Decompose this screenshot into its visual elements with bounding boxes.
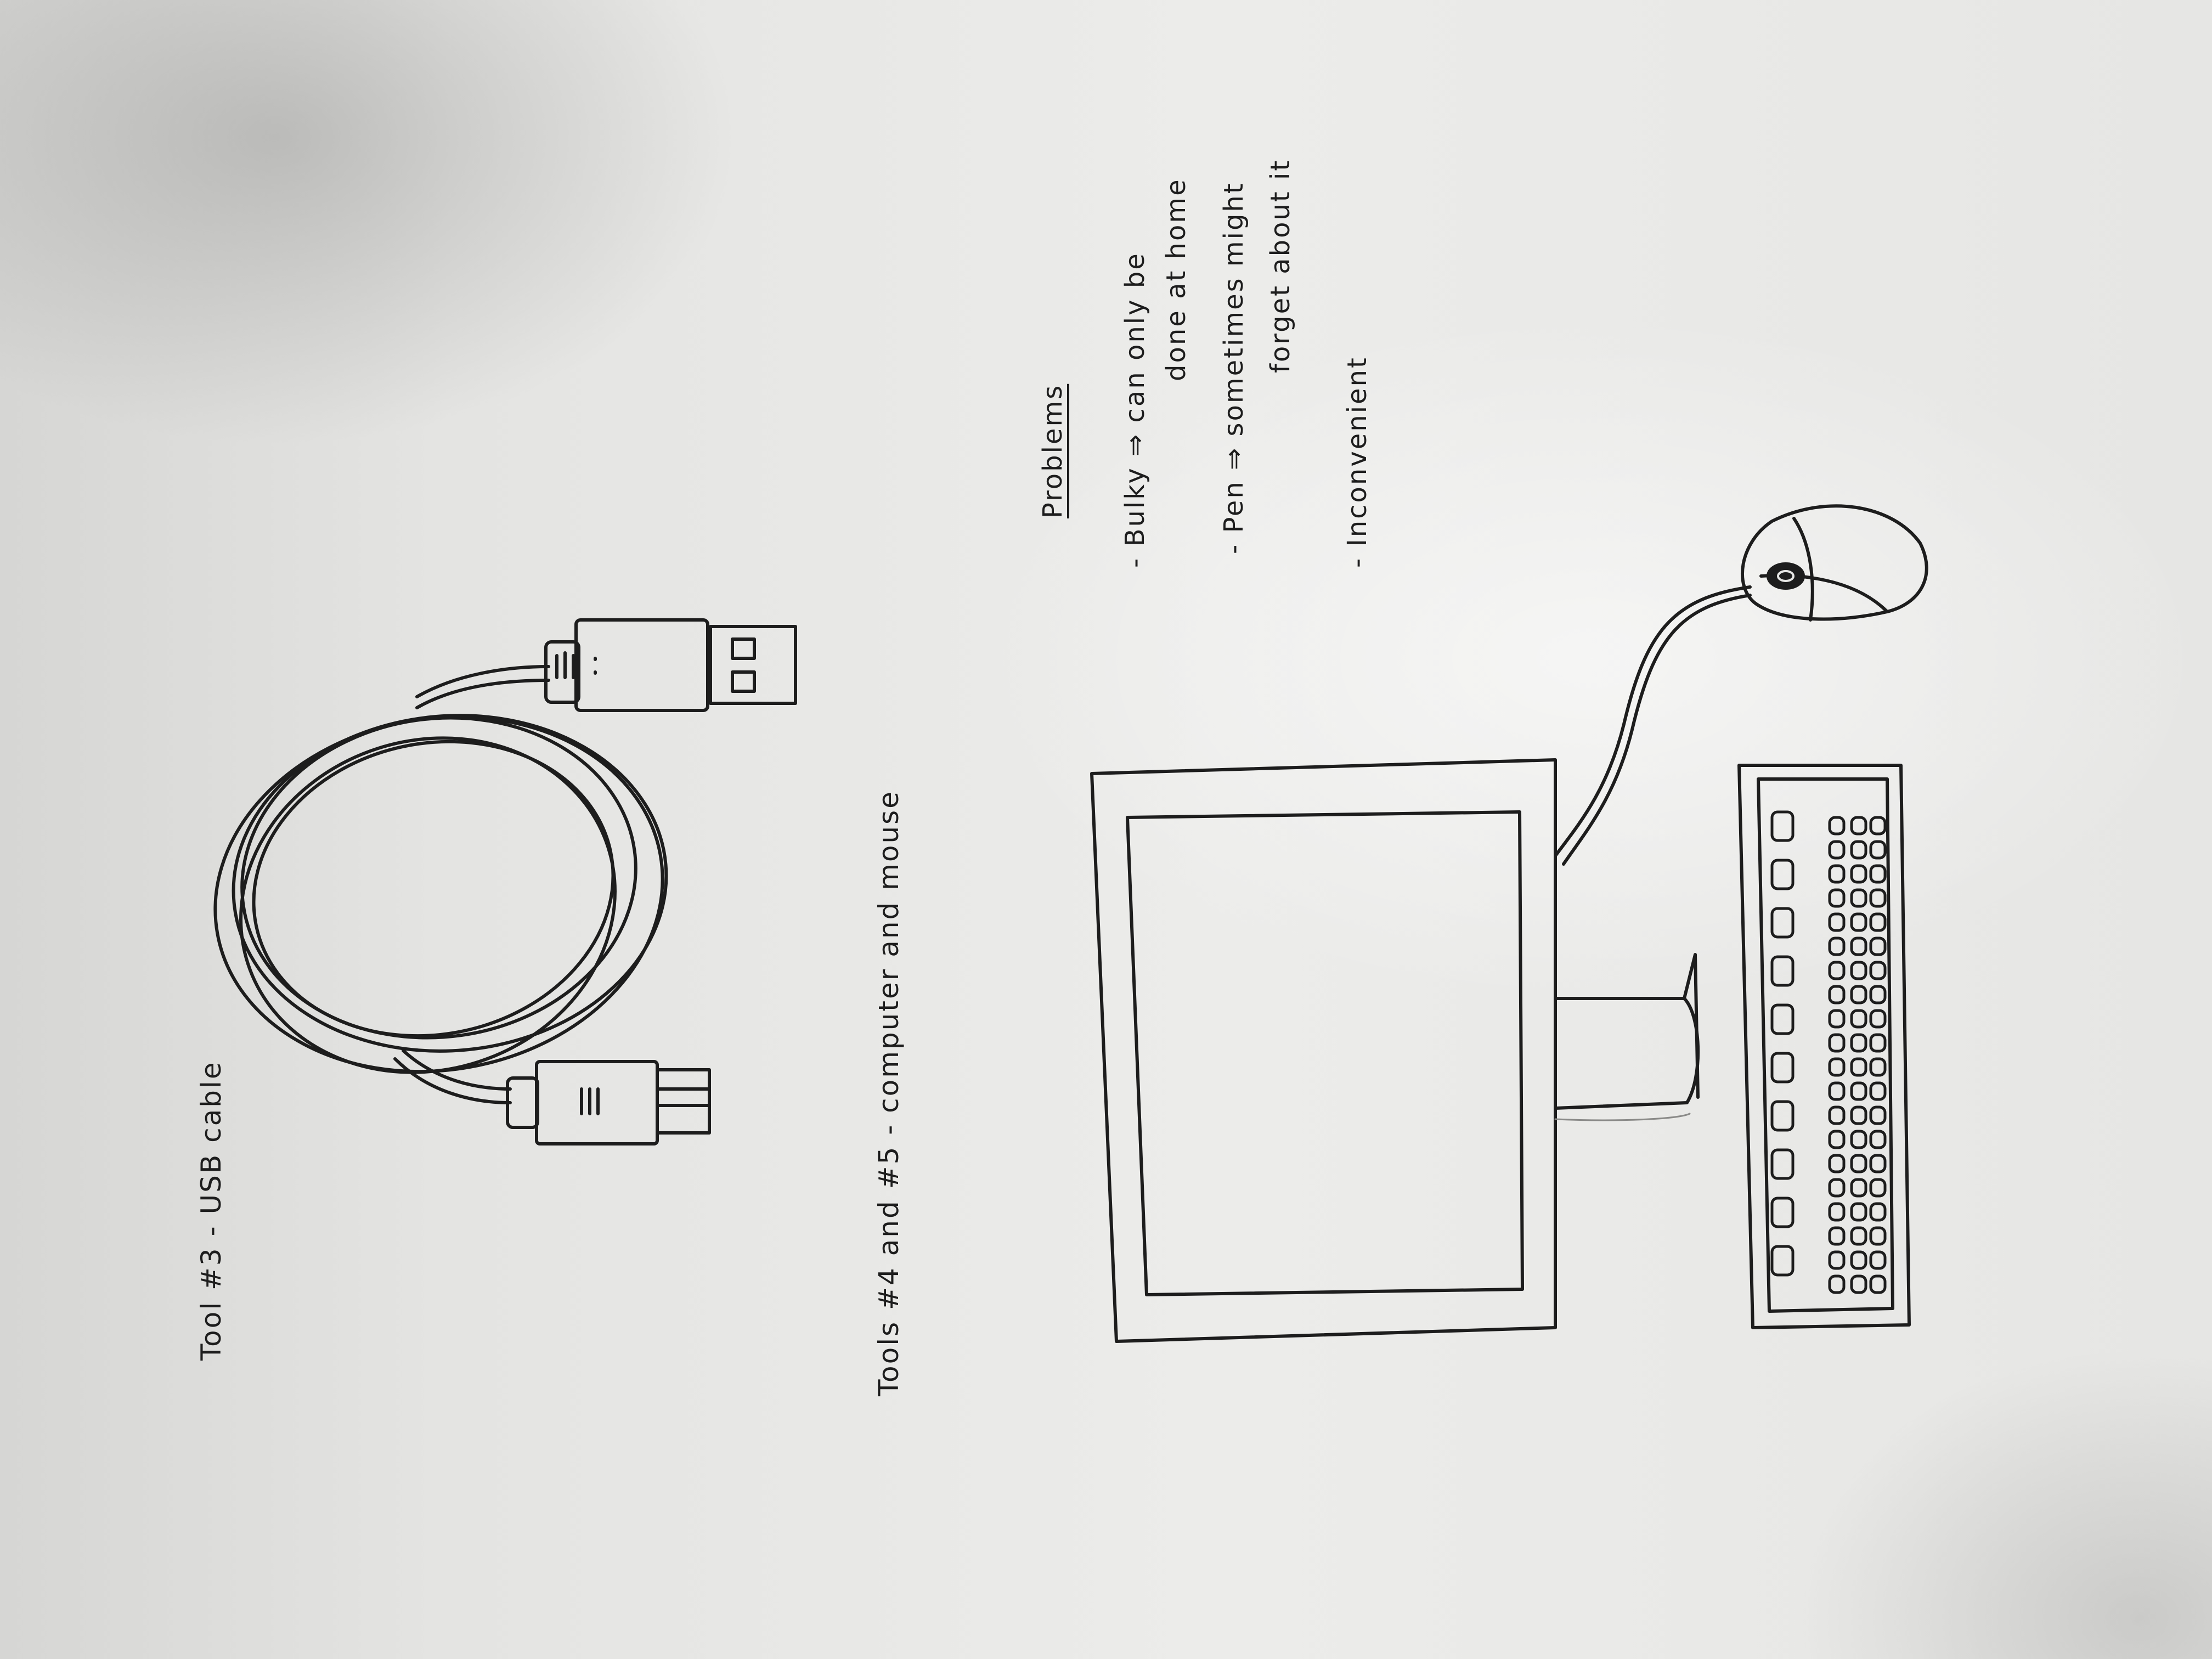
keyboard-key — [1850, 961, 1867, 980]
keyboard-key — [1869, 936, 1887, 956]
monitor-icon — [1090, 758, 1700, 1343]
keyboard-key — [1828, 1081, 1846, 1101]
keyboard-key — [1869, 1250, 1887, 1270]
keyboard-key — [1828, 1226, 1846, 1246]
keyboard-key — [1770, 907, 1795, 939]
keyboard-key — [1850, 864, 1867, 884]
tools45-label: Tools #4 and #5 - computer and mouse — [873, 790, 905, 1396]
keyboard-key — [1828, 816, 1846, 836]
keyboard-key — [1850, 1057, 1867, 1077]
keyboard-key — [1770, 955, 1795, 987]
keyboard-key — [1869, 1105, 1887, 1125]
keyboard-key — [1869, 1130, 1887, 1149]
keyboard-key — [1828, 1105, 1846, 1125]
keyboard-key — [1850, 936, 1867, 956]
tool3-label: Tool #3 - USB cable — [195, 1060, 227, 1361]
keyboard-key — [1828, 1250, 1846, 1270]
keyboard-key — [1770, 1245, 1795, 1277]
keyboard-key — [1770, 1052, 1795, 1084]
keyboard-key — [1828, 1009, 1846, 1029]
keyboard-key — [1828, 985, 1846, 1005]
keyboard-key — [1869, 840, 1887, 860]
keyboard-key — [1828, 936, 1846, 956]
keyboard-key — [1850, 840, 1867, 860]
keyboard-key — [1770, 1148, 1795, 1180]
keyboard-key — [1770, 810, 1795, 842]
keyboard-key — [1828, 1130, 1846, 1149]
keyboard-key — [1869, 888, 1887, 908]
keyboard-key — [1850, 1154, 1867, 1173]
keyboard-key — [1869, 1274, 1887, 1294]
keyboard-key — [1850, 1202, 1867, 1222]
problem-pen-line1: - Pen ⇒ sometimes might — [1218, 182, 1249, 554]
keyboard-key — [1850, 1009, 1867, 1029]
keyboard-key — [1850, 1226, 1867, 1246]
usb-cable-icon — [213, 618, 797, 1146]
keyboard-key — [1869, 1202, 1887, 1222]
keyboard-key — [1850, 1033, 1867, 1053]
keyboard-key — [1850, 1274, 1867, 1294]
keyboard-key — [1869, 1226, 1887, 1246]
keyboard-key — [1770, 859, 1795, 890]
keyboard-key — [1770, 1197, 1795, 1228]
keyboard-key — [1828, 961, 1846, 980]
keyboard-key — [1770, 1003, 1795, 1035]
keyboard-key — [1869, 1057, 1887, 1077]
keyboard-key — [1869, 1033, 1887, 1053]
keyboard-key — [1869, 1081, 1887, 1101]
keyboard-key — [1828, 888, 1846, 908]
keyboard-key — [1850, 816, 1867, 836]
problem-inconvenient: - Inconvenient — [1342, 356, 1373, 568]
keyboard-key — [1828, 912, 1846, 932]
keyboard-key — [1869, 1154, 1887, 1173]
problem-bulky-line2: done at home — [1161, 178, 1192, 381]
keyboard-key — [1869, 1178, 1887, 1198]
keyboard-key — [1869, 912, 1887, 932]
keyboard-key — [1828, 1274, 1846, 1294]
keyboard-key — [1828, 1033, 1846, 1053]
keyboard-key — [1850, 888, 1867, 908]
keyboard-key — [1828, 1057, 1846, 1077]
keyboard-key — [1869, 985, 1887, 1005]
problem-pen-line2: forget about it — [1265, 159, 1296, 373]
keyboard-key — [1850, 1250, 1867, 1270]
keyboard-key — [1869, 1009, 1887, 1029]
keyboard-key — [1869, 961, 1887, 980]
keyboard-key — [1828, 864, 1846, 884]
keyboard-key — [1869, 864, 1887, 884]
keyboard-key — [1850, 912, 1867, 932]
keyboard-key — [1850, 985, 1867, 1005]
keyboard-key — [1828, 840, 1846, 860]
keyboard-key — [1850, 1130, 1867, 1149]
keyboard-key — [1770, 1100, 1795, 1132]
keyboard-key — [1828, 1154, 1846, 1173]
keyboard-key — [1828, 1178, 1846, 1198]
problem-bulky-line1: - Bulky ⇒ can only be — [1120, 252, 1150, 568]
keyboard-key — [1850, 1081, 1867, 1101]
keyboard-key — [1850, 1178, 1867, 1198]
keyboard-icon — [1737, 764, 1911, 1329]
keyboard-key — [1828, 1202, 1846, 1222]
mouse-icon — [1554, 504, 1928, 866]
keyboard-key — [1850, 1105, 1867, 1125]
problems-heading: Problems — [1037, 383, 1068, 518]
keyboard-key — [1869, 816, 1887, 836]
